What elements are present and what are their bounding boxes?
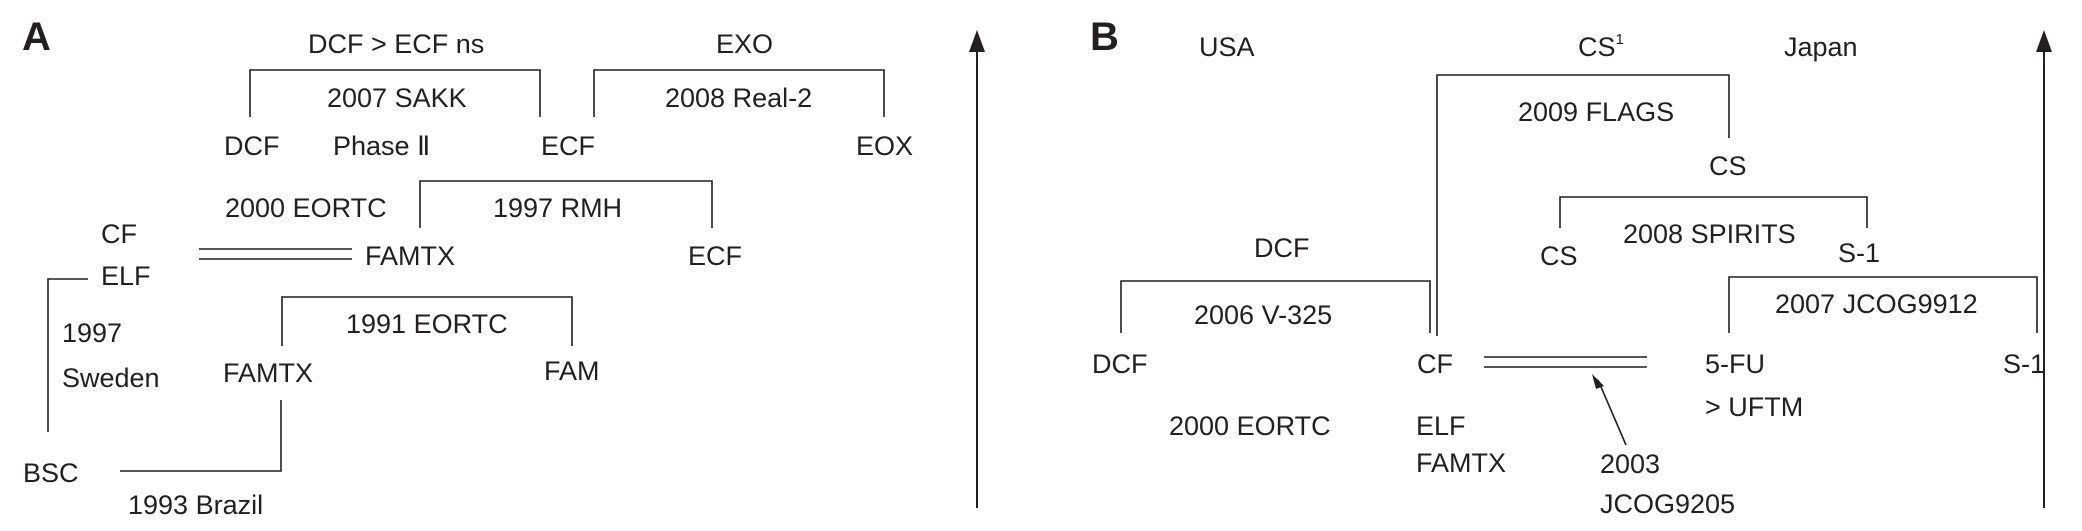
bracket-2006-v325 [1120, 280, 1431, 333]
label-2007-sakk: 2007 SAKK [327, 83, 467, 113]
label-sweden-year: 1997 [62, 318, 122, 348]
panel-a-letter: A [22, 15, 51, 59]
label-ecf-top: ECF [541, 131, 595, 161]
bracket-2007-sakk [249, 69, 541, 117]
label-jcog9205: JCOG9205 [1600, 489, 1735, 519]
label-jcog9205-year: 2003 [1600, 449, 1660, 479]
jcog9205-pointer-arrowhead [1592, 374, 1604, 389]
label-s1-right: S-1 [2003, 349, 2045, 379]
jcog9205-pointer-line [1597, 379, 1627, 446]
label-famtx-mid: FAMTX [365, 241, 455, 271]
label-elf: ELF [1416, 411, 1466, 441]
label-ecf-mid: ECF [688, 241, 742, 271]
label-cs-mid: CS [1709, 151, 1747, 181]
label-2000-eortc: 2000 EORTC [225, 193, 387, 223]
bracket-2007-jcog9912 [1728, 276, 2038, 333]
label-dcf-top: DCF [1254, 233, 1310, 263]
label-1993-brazil: 1993 Brazil [128, 490, 263, 520]
label-eox: EOX [856, 131, 913, 161]
panel-a: A DCF > ECF ns EXO 2007 SAKK 2008 Real-2… [22, 15, 985, 520]
bracket-1991-eortc [281, 296, 573, 346]
label-famtx-low: FAMTX [223, 358, 313, 388]
bracket-2008-spirits [1559, 196, 1868, 228]
label-cf: CF [101, 219, 137, 249]
label-elf: ELF [101, 261, 151, 291]
panel-b-letter: B [1090, 15, 1119, 59]
bracket-2009-flags [1436, 74, 1730, 336]
label-2006-v325: 2006 V-325 [1194, 300, 1332, 330]
label-bsc: BSC [23, 458, 79, 488]
label-2007-jcog9912: 2007 JCOG9912 [1775, 289, 1978, 319]
label-uftm: > UFTM [1705, 392, 1803, 422]
label-cs-top-superscript: 1 [1616, 31, 1624, 48]
label-2008-real2: 2008 Real-2 [665, 83, 812, 113]
connector-brazil [120, 400, 282, 472]
panel-a-time-arrowhead [969, 30, 985, 52]
label-1997-rmh: 1997 RMH [493, 193, 622, 223]
label-exo: EXO [716, 29, 773, 59]
bracket-1997-rmh [419, 180, 713, 228]
label-1991-eortc: 1991 EORTC [346, 309, 508, 339]
label-dcf: DCF [1092, 349, 1148, 379]
bracket-2008-real2 [593, 69, 885, 117]
label-s1-mid: S-1 [1838, 238, 1880, 268]
label-japan: Japan [1784, 32, 1858, 62]
label-cs-top-text: CS [1578, 32, 1616, 62]
label-dcf: DCF [224, 131, 280, 161]
label-famtx: FAMTX [1416, 448, 1506, 478]
label-phase-ii: Phase Ⅱ [333, 131, 430, 161]
label-cf: CF [1417, 349, 1453, 379]
label-fam: FAM [544, 356, 600, 386]
panel-b-time-arrowhead [2036, 30, 2052, 52]
panel-b: B USA CS1 Japan 2009 FLAGS CS DCF CS 200… [1090, 15, 2052, 519]
label-5fu: 5-FU [1705, 349, 1765, 379]
label-cs-top: CS1 [1578, 31, 1624, 62]
label-2000-eortc: 2000 EORTC [1169, 411, 1331, 441]
label-2008-spirits: 2008 SPIRITS [1623, 219, 1796, 249]
label-dcf-ecf-ns: DCF > ECF ns [308, 29, 484, 59]
label-2009-flags: 2009 FLAGS [1518, 97, 1674, 127]
connector-sweden [47, 278, 88, 432]
label-sweden: Sweden [62, 363, 160, 393]
label-cs-low: CS [1540, 241, 1578, 271]
label-usa: USA [1199, 32, 1255, 62]
